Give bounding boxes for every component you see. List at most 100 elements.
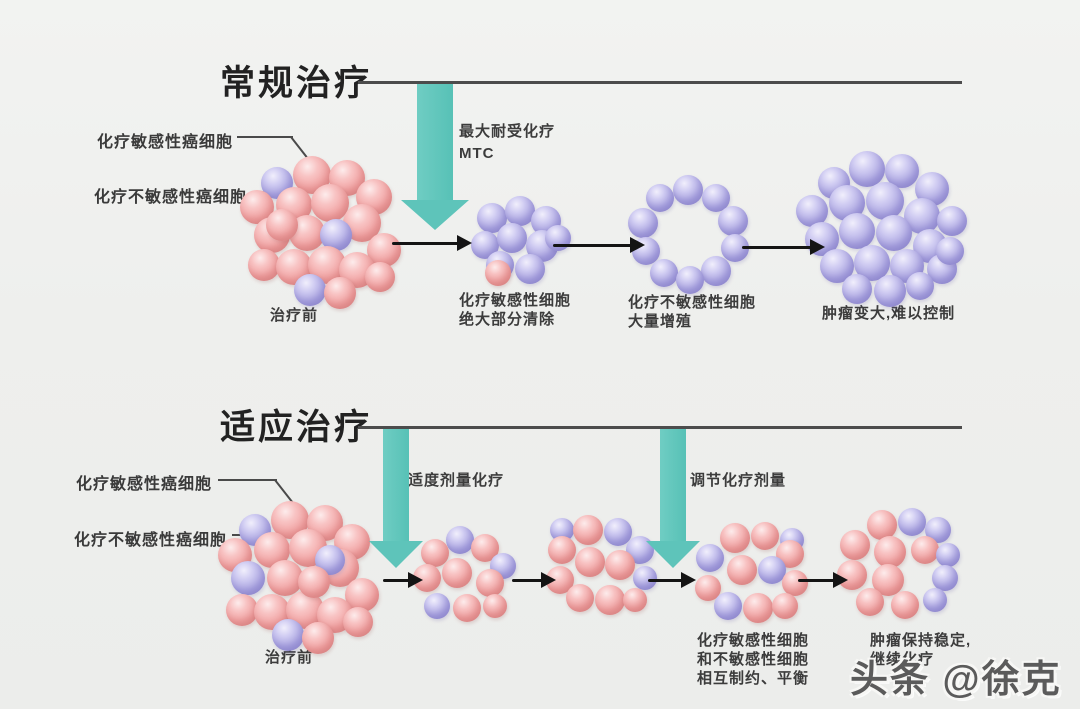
flow-arrow (392, 241, 459, 245)
chemo-sensitive-cell (324, 277, 356, 309)
chemo-sensitive-cell (856, 588, 884, 616)
chemo-sensitive-cell (595, 585, 625, 615)
legend-chemo-sensitive-top: 化疗敏感性癌细胞 (96, 134, 233, 151)
chemo-insensitive-cell (874, 275, 906, 307)
caption-tumor-uncontrolled: 肿瘤变大,难以控制 (822, 305, 956, 322)
flow-arrow (553, 243, 632, 247)
adjust-dose-arrow-head (646, 541, 700, 568)
moderate-dose-label: 适度剂量化疗 (408, 472, 505, 489)
chemo-insensitive-cell (272, 619, 304, 651)
flow-arrow-head (681, 572, 696, 588)
caption-line: 化疗敏感性细胞 (697, 632, 810, 649)
moderate-dose-arrow (383, 429, 409, 541)
chemo-sensitive-cell (605, 550, 635, 580)
chemo-insensitive-cell (515, 254, 545, 284)
mtc-arrow-label-line2: MTC (459, 145, 495, 162)
caption-line: 化疗不敏感性细胞 (628, 294, 757, 311)
caption-cells-balanced: 化疗敏感性细胞 和不敏感性细胞 相互制约、平衡 (697, 631, 809, 688)
chemo-insensitive-cell (628, 208, 658, 238)
chemo-insensitive-cell (898, 508, 926, 536)
chemo-sensitive-cell (248, 249, 280, 281)
flow-arrow-head (541, 572, 556, 588)
chemo-sensitive-cell (743, 593, 773, 623)
chemo-insensitive-cell (796, 195, 828, 227)
chemo-sensitive-cell (840, 530, 870, 560)
caption-tumor-stable: 肿瘤保持稳定, 继续化疗 (870, 631, 971, 669)
chemo-sensitive-cell (365, 262, 395, 292)
caption-line: 化疗敏感性细胞 (459, 292, 572, 309)
mtc-dose-arrow-head (401, 200, 469, 230)
chemo-sensitive-cell (623, 588, 647, 612)
chemo-sensitive-cell (751, 522, 779, 550)
chemo-insensitive-cell (320, 219, 352, 251)
flow-arrow-head (630, 237, 645, 253)
flow-arrow-head (408, 572, 423, 588)
chemo-sensitive-cell (575, 547, 605, 577)
conventional-therapy-title: 常规治疗 (220, 64, 373, 103)
flow-arrow (798, 578, 835, 582)
chemo-insensitive-cell (839, 213, 875, 249)
legend-connector-line (237, 136, 293, 138)
mtc-dose-arrow (417, 84, 453, 200)
chemo-sensitive-cell (911, 536, 939, 564)
chemo-insensitive-cell (937, 206, 967, 236)
caption-sensitive-cleared: 化疗敏感性细胞 绝大部分清除 (459, 291, 571, 329)
flow-arrow-head (810, 239, 825, 255)
chemo-sensitive-cell (421, 539, 449, 567)
chemo-insensitive-cell (876, 215, 912, 251)
chemo-sensitive-cell (442, 558, 472, 588)
chemo-insensitive-cell (646, 184, 674, 212)
legend-chemo-sensitive-bottom: 化疗敏感性癌细胞 (75, 476, 212, 493)
flow-arrow (648, 578, 683, 582)
chemo-insensitive-cell (936, 543, 960, 567)
chemo-insensitive-cell (294, 274, 326, 306)
chemo-insensitive-cell (906, 272, 934, 300)
chemo-insensitive-cell (701, 256, 731, 286)
legend-chemo-insensitive-top: 化疗不敏感性癌细胞 (93, 189, 247, 206)
chemo-sensitive-cell (573, 515, 603, 545)
mtc-arrow-label: 最大耐受化疗 MTC (459, 121, 555, 165)
chemo-sensitive-cell (343, 607, 373, 637)
adaptive-therapy-title: 适应治疗 (220, 408, 373, 447)
chemo-sensitive-cell (267, 560, 303, 596)
chemo-insensitive-cell (676, 266, 704, 294)
caption-before-treatment-bottom: 治疗前 (265, 649, 314, 666)
chemo-insensitive-cell (936, 237, 964, 265)
flow-arrow (742, 245, 812, 249)
chemo-sensitive-cell (727, 555, 757, 585)
chemo-sensitive-cell (485, 260, 511, 286)
chemo-insensitive-cell (505, 196, 535, 226)
chemo-insensitive-cell (714, 592, 742, 620)
adjust-dose-label: 调节化疗剂量 (690, 472, 787, 489)
caption-before-treatment-top: 治疗前 (270, 307, 319, 324)
caption-line: 大量增殖 (628, 313, 693, 330)
chemo-sensitive-cell (266, 209, 298, 241)
chemo-insensitive-cell (446, 526, 474, 554)
chemo-insensitive-cell (932, 565, 958, 591)
chemo-sensitive-cell (720, 523, 750, 553)
chemo-sensitive-cell (453, 594, 481, 622)
chemo-sensitive-cell (566, 584, 594, 612)
chemo-insensitive-cell (231, 561, 265, 595)
flow-arrow (383, 578, 410, 582)
chemo-sensitive-cell (476, 569, 504, 597)
chemo-insensitive-cell (424, 593, 450, 619)
caption-line: 肿瘤保持稳定, (870, 632, 972, 649)
chemo-sensitive-cell (772, 593, 798, 619)
chemo-sensitive-cell (874, 536, 906, 568)
chemo-sensitive-cell (298, 566, 330, 598)
chemo-sensitive-cell (311, 184, 349, 222)
chemo-insensitive-cell (849, 151, 885, 187)
chemo-sensitive-cell (782, 570, 808, 596)
chemo-sensitive-cell (483, 594, 507, 618)
chemo-sensitive-cell (548, 536, 576, 564)
legend-connector-line (218, 479, 277, 481)
chemo-sensitive-cell (226, 594, 258, 626)
chemo-sensitive-cell (867, 510, 897, 540)
chemo-insensitive-cell (650, 259, 678, 287)
chemo-sensitive-cell (302, 622, 334, 654)
caption-line: 绝大部分清除 (459, 311, 556, 328)
caption-line: 和不敏感性细胞 (697, 651, 810, 668)
caption-insensitive-proliferate: 化疗不敏感性细胞 大量增殖 (628, 293, 756, 331)
